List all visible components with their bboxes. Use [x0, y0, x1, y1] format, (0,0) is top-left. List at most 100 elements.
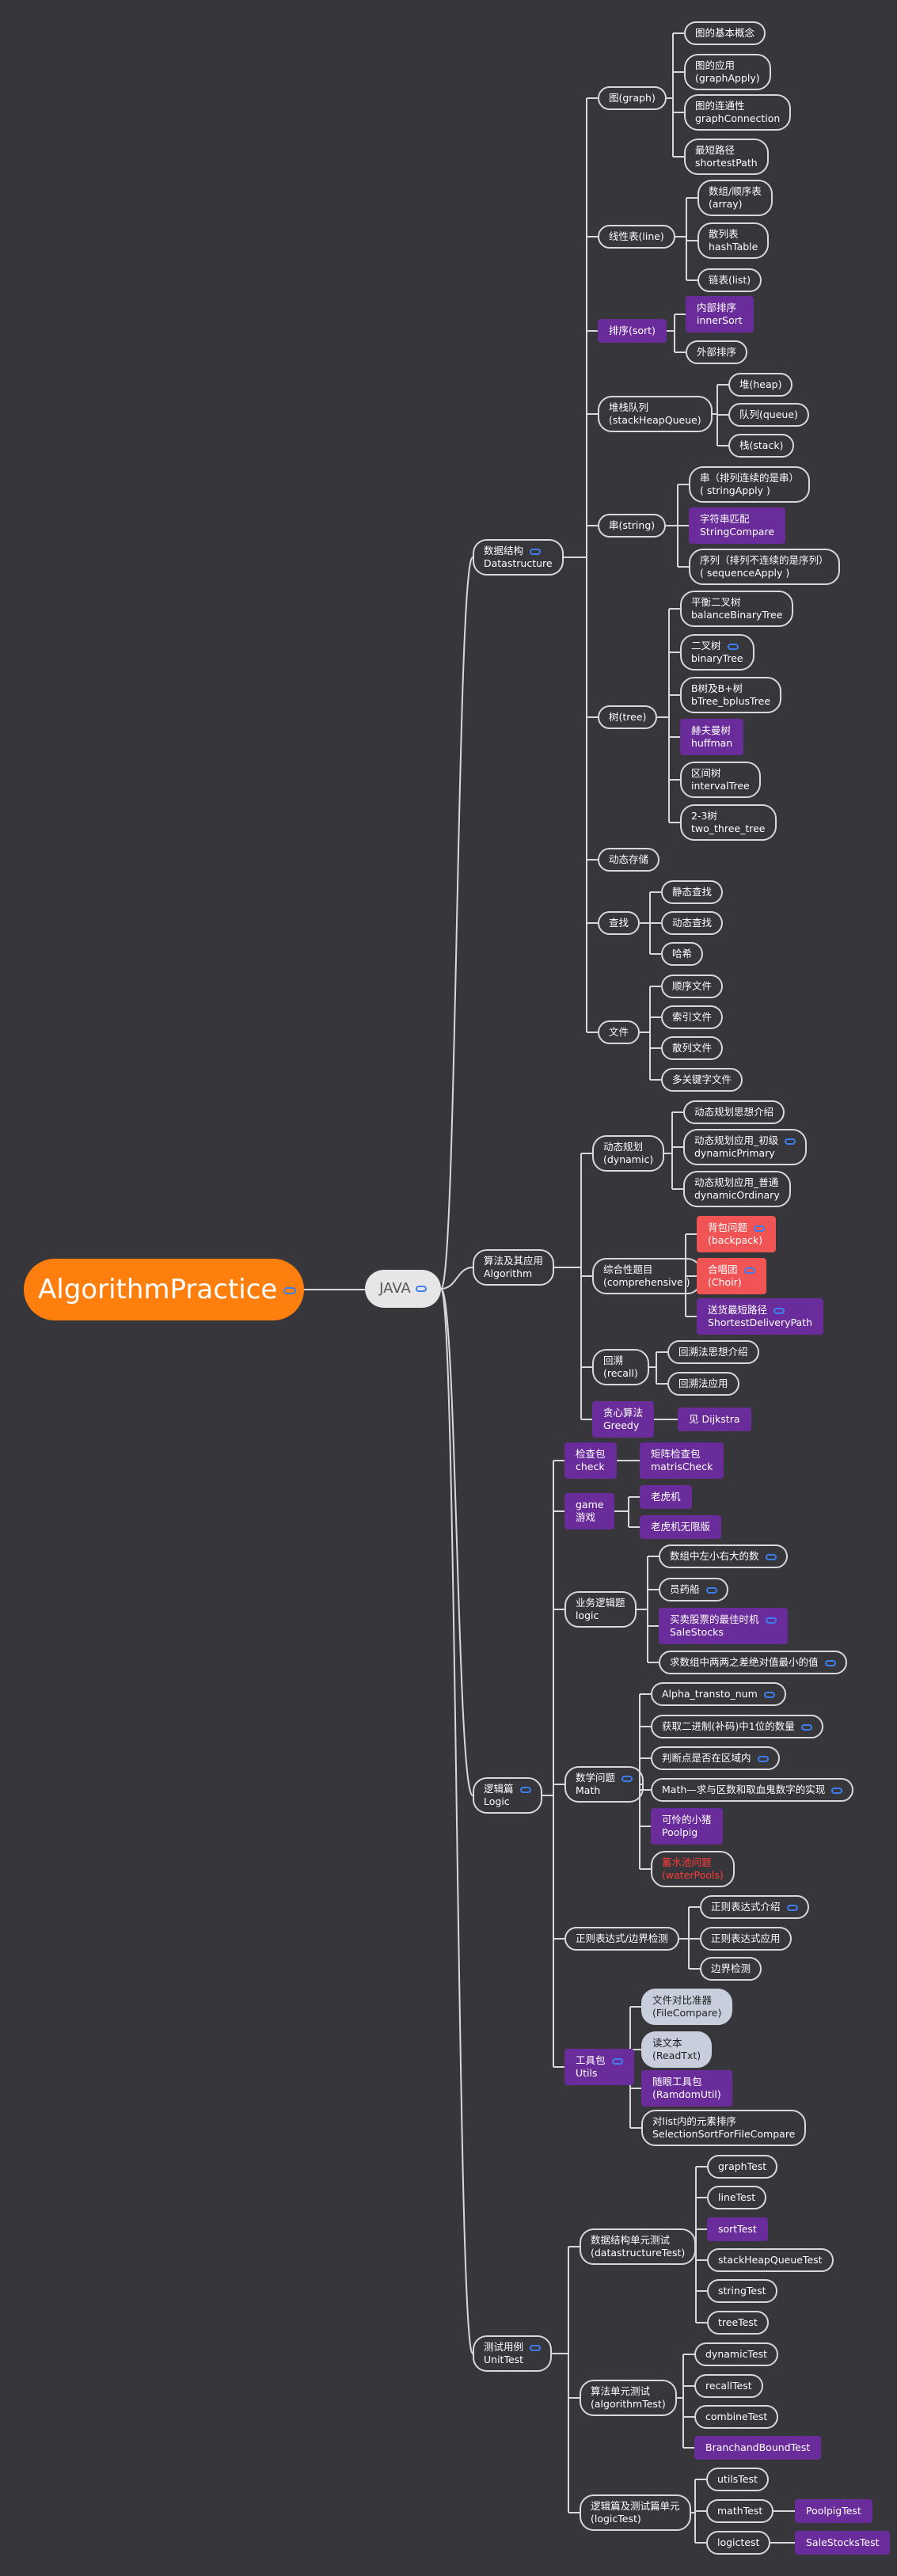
mindmap-node-list[interactable]: 链表(list) [697, 268, 762, 292]
link-icon[interactable] [754, 1225, 766, 1232]
mindmap-node-graphtest[interactable]: graphTest [707, 2155, 778, 2179]
mindmap-node-item[interactable]: 回溯(recall) [592, 1349, 649, 1385]
mindmap-node-combinetest[interactable]: combineTest [694, 2405, 779, 2429]
link-icon[interactable] [530, 548, 542, 555]
mindmap-node-item[interactable]: 员药船 [659, 1578, 728, 1601]
mindmap-node-item[interactable]: 逻辑篇及测试篇单元(logicTest) [580, 2494, 691, 2531]
mindmap-node-item[interactable]: 老虎机无限版 [640, 1515, 722, 1539]
mindmap-node-item[interactable]: 文件对比准器(FileCompare) [641, 1989, 733, 2025]
link-icon[interactable] [283, 1287, 297, 1294]
link-icon[interactable] [611, 2057, 623, 2065]
mindmap-node-item[interactable]: 合唱团(Choir) [697, 1258, 766, 1294]
mindmap-node-item[interactable]: 算法单元测试(algorithmTest) [580, 2380, 677, 2416]
mindmap-node-item[interactable]: 回溯法应用 [667, 1372, 739, 1396]
mindmap-node-salestockstest[interactable]: SaleStocksTest [795, 2531, 891, 2555]
mindmap-node-stack[interactable]: 栈(stack) [728, 434, 795, 458]
mindmap-node-utilstest[interactable]: utilsTest [706, 2468, 769, 2491]
link-icon[interactable] [705, 1586, 717, 1594]
mindmap-node-item[interactable]: 动态规划思想介绍 [683, 1100, 785, 1124]
mindmap-node-item[interactable]: 边界检测 [700, 1957, 762, 1981]
mindmap-node-heap[interactable]: 堆(heap) [728, 373, 793, 397]
link-icon[interactable] [773, 1307, 785, 1314]
mindmap-node-treetest[interactable]: treeTest [707, 2311, 769, 2335]
mindmap-node-stringtest[interactable]: stringTest [707, 2279, 777, 2303]
mindmap-node-logictest[interactable]: logictest [706, 2531, 771, 2555]
link-icon[interactable] [831, 1787, 843, 1794]
mindmap-node-graph[interactable]: 图(graph) [598, 86, 667, 110]
mindmap-node-item[interactable]: 判断点是否在区域内 [651, 1746, 780, 1770]
mindmap-node-item[interactable]: 背包问题(backpack) [697, 1216, 777, 1252]
mindmap-node-item[interactable]: 数组中左小右大的数 [659, 1544, 788, 1568]
mindmap-node-item[interactable]: 随眼工具包(RamdomUtil) [641, 2070, 732, 2107]
mindmap-node-alpha-transto-num[interactable]: Alpha_transto_num [651, 1682, 786, 1706]
mindmap-node-math[interactable]: Math—求与区数和取血鬼数字的实现 [651, 1778, 854, 1802]
mindmap-node-stackheapqueuetest[interactable]: stackHeapQueueTest [707, 2248, 834, 2272]
mindmap-node-item[interactable]: 索引文件 [661, 1005, 724, 1029]
mindmap-node-item[interactable]: 堆栈队列(stackHeapQueue) [598, 396, 713, 432]
mindmap-node-poolpigtest[interactable]: PoolpigTest [795, 2499, 872, 2523]
mindmap-node-tree[interactable]: 树(tree) [598, 705, 658, 729]
mindmap-node-item[interactable]: 读文本(ReadTxt) [641, 2031, 713, 2068]
mindmap-node-item[interactable]: 回溯法思想介绍 [667, 1340, 759, 1364]
root-node[interactable]: AlgorithmPractice [24, 1259, 304, 1320]
mindmap-node-item[interactable]: 序列（排列不连续的是序列）( sequenceApply ) [689, 549, 840, 585]
link-icon[interactable] [743, 1267, 755, 1274]
link-icon[interactable] [765, 1617, 777, 1624]
mindmap-node-item[interactable]: 顺序文件 [661, 975, 724, 998]
mindmap-node-item[interactable]: 动态查找 [661, 911, 724, 935]
link-icon[interactable] [765, 1553, 777, 1560]
mindmap-node-dynamictest[interactable]: dynamicTest [694, 2342, 779, 2366]
mindmap-node-item[interactable]: 静态查找 [661, 880, 724, 904]
mindmap-node-item[interactable]: 文件 [598, 1020, 640, 1044]
mindmap-node-item[interactable]: 综合性题目(comprehensive ) [592, 1258, 701, 1294]
link-icon[interactable] [519, 1786, 531, 1793]
mindmap-node-item[interactable]: 正则表达式/边界检测 [564, 1927, 679, 1951]
mindmap-node-1[interactable]: 获取二进制(补码)中1位的数量 [651, 1715, 823, 1738]
mindmap-node-item[interactable]: 图的应用(graphApply) [684, 54, 771, 90]
mindmap-node-item[interactable]: 数据结构单元测试(datastructureTest) [580, 2228, 697, 2265]
mindmap-node-line[interactable]: 线性表(line) [598, 225, 675, 249]
mindmap-node-item[interactable]: 老虎机 [640, 1485, 692, 1509]
mindmap-node-queue[interactable]: 队列(queue) [728, 403, 809, 427]
link-icon[interactable] [530, 2344, 542, 2351]
mindmap-node-item[interactable]: 正则表达式介绍 [700, 1895, 809, 1919]
mindmap-node-linetest[interactable]: lineTest [707, 2186, 767, 2209]
mindmap-node-item[interactable]: 哈希 [661, 942, 704, 966]
mindmap-node-item[interactable]: 蓄水池问题(waterPools) [651, 1851, 735, 1887]
link-icon[interactable] [621, 1775, 633, 1782]
mindmap-node-item[interactable]: 串（排列连续的是串）( stringApply ) [689, 466, 811, 503]
mindmap-node-item[interactable]: 散列文件 [661, 1036, 724, 1060]
mindmap-node-branchandboundtest[interactable]: BranchandBoundTest [694, 2436, 822, 2460]
mindmap-node-item[interactable]: 查找 [598, 911, 640, 935]
link-icon[interactable] [800, 1723, 812, 1731]
link-icon[interactable] [757, 1755, 769, 1762]
mindmap-node-item[interactable]: 正则表达式应用 [700, 1927, 792, 1951]
link-icon[interactable] [727, 643, 739, 650]
mindmap-node-string[interactable]: 串(string) [598, 514, 667, 538]
link-icon[interactable] [786, 1904, 798, 1911]
